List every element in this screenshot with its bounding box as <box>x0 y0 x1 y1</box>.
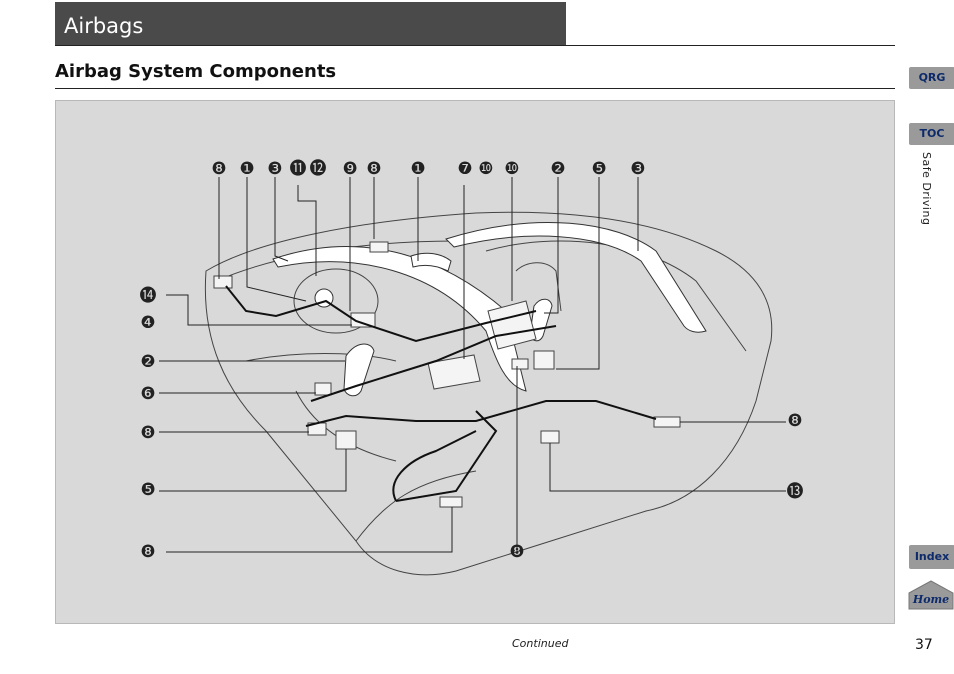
callout-c-left-1: ⓮ <box>140 286 157 306</box>
callout-c-left-4: ❻ <box>140 384 155 404</box>
callout-c-top-2: ❶ <box>239 159 254 179</box>
side-impact-sensor-rear-right <box>512 359 528 369</box>
callout-c-top-8: ❶ <box>410 159 425 179</box>
chapter-side-label: Safe Driving <box>920 152 933 225</box>
callout-c-left-6: ❺ <box>140 480 155 500</box>
wiring-harness-rear <box>306 401 656 426</box>
seat-belt-tensioner-right <box>534 351 554 369</box>
car-body-outline <box>205 212 771 574</box>
front-impact-sensor-left <box>214 276 232 288</box>
callout-c-bottom-1: ❽ <box>509 542 524 562</box>
page-number: 37 <box>915 637 933 653</box>
qrg-tab[interactable]: QRG <box>909 67 954 89</box>
callout-c-right-2: ⓭ <box>787 482 804 502</box>
callout-c-top-7: ❽ <box>366 159 381 179</box>
callout-c-top-1: ❽ <box>211 159 226 179</box>
occupant-position-sensor <box>541 431 559 443</box>
rear-impact-sensor-left <box>440 497 462 507</box>
callout-c-top-13: ❺ <box>591 159 606 179</box>
continued-label: Continued <box>512 637 568 650</box>
callout-c-top-6: ❾ <box>342 159 357 179</box>
callout-c-left-3: ❷ <box>140 352 155 372</box>
callout-c-top-12: ❷ <box>550 159 565 179</box>
callout-c-top-5: ⓬ <box>310 159 327 179</box>
index-tab[interactable]: Index <box>909 545 954 569</box>
callout-c-left-5: ❽ <box>140 423 155 443</box>
callout-c-top-14: ❸ <box>630 159 645 179</box>
callout-c-top-3: ❸ <box>267 159 282 179</box>
wiring-harness-loop <box>393 431 476 501</box>
section-divider <box>55 88 895 89</box>
home-button[interactable]: Home <box>907 580 954 610</box>
wiring-harness-left-rear <box>396 411 496 501</box>
callout-c-left-2: ❹ <box>140 313 155 333</box>
callout-c-top-9: ❼ <box>457 159 472 179</box>
section-title: Airbag System Components <box>55 61 336 82</box>
callout-c-top-11: ❿ <box>504 159 519 179</box>
toc-tab[interactable]: TOC <box>909 123 954 145</box>
callout-c-top-10: ❿ <box>478 159 493 179</box>
rear-impact-sensor-right <box>654 417 680 427</box>
callout-c-top-4: ⓫ <box>290 159 307 179</box>
home-icon: Home <box>907 580 954 610</box>
chapter-title: Airbags <box>64 14 143 38</box>
callout-c-right-1: ❽ <box>787 411 802 431</box>
home-label: Home <box>912 593 949 606</box>
seat-belt-tensioner-left <box>336 431 356 449</box>
callout-c-left-7: ❽ <box>140 542 155 562</box>
chapter-divider <box>55 45 895 46</box>
side-impact-sensor-driver <box>315 383 331 395</box>
front-impact-sensor-center <box>370 242 388 252</box>
curtain-airbag-left <box>273 247 526 391</box>
